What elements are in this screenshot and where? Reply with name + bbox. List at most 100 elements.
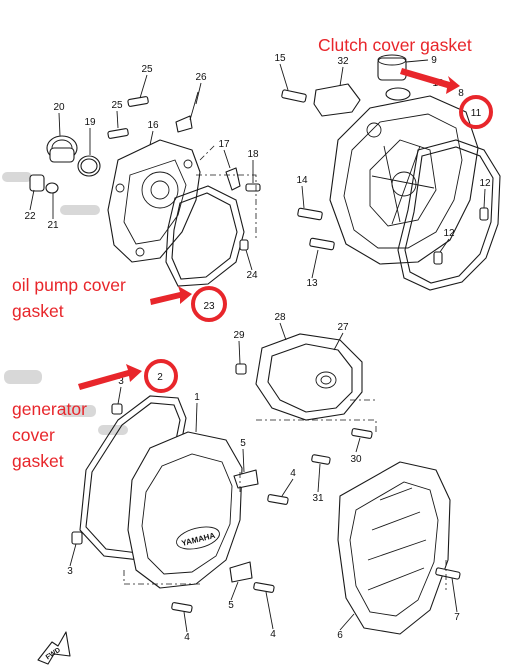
callout-25: 25 (111, 100, 123, 111)
cover-gasket (255, 333, 363, 421)
oil-filler-cap (377, 57, 407, 81)
clutch-cover (329, 95, 479, 265)
callout-9: 9 (431, 55, 437, 66)
blurred-watermark (60, 405, 96, 417)
dowel-pin (71, 531, 83, 545)
callout-21: 21 (47, 220, 59, 231)
oil-pump-gasket-highlight-circle (191, 286, 227, 322)
generator-cover (127, 431, 243, 589)
clutch-cover-gasket (397, 139, 501, 291)
generator-cover-group: YAMAHA (71, 395, 289, 613)
callout-15: 15 (274, 53, 286, 64)
callout-23: 23 (203, 301, 215, 312)
bolt (267, 494, 289, 505)
oil-pump-cover-group (29, 91, 261, 287)
callout-16: 16 (147, 120, 159, 131)
bolt (253, 582, 275, 593)
washer (45, 182, 59, 194)
bolt (281, 89, 307, 103)
o-ring (77, 155, 101, 177)
callout-11: 11 (471, 108, 482, 119)
bolt (311, 454, 331, 465)
bolt (309, 237, 335, 251)
clutch-gasket-arrow-icon (400, 68, 460, 94)
callout-32: 32 (337, 56, 349, 67)
callout-27: 27 (337, 322, 349, 333)
bolt (245, 183, 261, 192)
bolt (435, 567, 461, 580)
callout-4: 4 (290, 468, 296, 479)
forward-direction-marker: FWD (37, 631, 71, 665)
callout-7: 7 (454, 612, 460, 623)
dowel-pin (111, 403, 123, 415)
watermark-group (2, 172, 128, 435)
dowel-pin (239, 239, 249, 251)
bolt (351, 428, 373, 439)
crankcase-cover-group (235, 333, 377, 465)
dowel-pin (433, 251, 443, 265)
callout-5: 5 (240, 438, 246, 449)
callout-19: 19 (84, 117, 96, 128)
callout-24: 24 (246, 270, 258, 281)
generator-label-line1: generator (12, 399, 87, 419)
callout-12: 12 (443, 228, 455, 239)
oil-pump-arrow-icon (150, 286, 192, 305)
clutch-cover-gasket-label: Clutch cover gasket (318, 35, 472, 55)
bolt (297, 207, 323, 221)
generator-label-line2: cover (12, 425, 55, 445)
callout-28: 28 (274, 312, 286, 323)
drain-plug (29, 174, 45, 192)
clip (175, 115, 193, 133)
dowel-pin (479, 207, 489, 221)
o-ring (385, 87, 411, 101)
highlight-annotations: Clutch cover gasket oil pump cover gaske… (12, 35, 493, 471)
sprocket-cover-group (337, 461, 461, 635)
callout-4: 4 (184, 632, 190, 643)
callout-5: 5 (228, 600, 234, 611)
bracket (225, 167, 241, 191)
callout-14: 14 (296, 175, 308, 186)
oil-pump-cover (107, 139, 201, 263)
fwd-arrow-icon (37, 631, 71, 665)
oil-pump-label-line1: oil pump cover (12, 275, 126, 295)
blurred-watermark (98, 425, 128, 435)
bracket (229, 561, 253, 583)
generator-gasket-highlight-circle (144, 359, 178, 393)
bracket (313, 83, 361, 117)
callout-22: 22 (24, 211, 36, 222)
callout-18: 18 (247, 149, 259, 160)
callout-2: 2 (157, 372, 163, 383)
generator-label-line3: gasket (12, 451, 64, 471)
bolt (171, 602, 193, 613)
callout-4: 4 (270, 629, 276, 640)
callout-6: 6 (337, 630, 343, 641)
callout-numbers: 25 26 20 25 19 16 17 18 22 21 24 23 15 3… (24, 53, 491, 643)
blurred-watermark (2, 172, 32, 182)
bolt (107, 128, 129, 139)
callout-1: 1 (194, 392, 200, 403)
callout-13: 13 (306, 278, 318, 289)
bolt (127, 96, 149, 107)
callout-3: 3 (67, 566, 73, 577)
generator-arrow-icon (78, 364, 142, 390)
crankcase-cover (267, 343, 353, 413)
leader-lines (29, 59, 486, 633)
oil-pump-label-line2: gasket (12, 301, 64, 321)
callout-29: 29 (233, 330, 245, 341)
callout-25: 25 (141, 64, 153, 75)
dowel-pin (235, 363, 247, 375)
callout-30: 30 (350, 454, 362, 465)
callout-12: 12 (479, 178, 491, 189)
clutch-gasket-highlight-circle (459, 95, 493, 129)
callout-17: 17 (218, 139, 230, 150)
blurred-watermark (4, 370, 42, 384)
callout-26: 26 (195, 72, 207, 83)
callout-31: 31 (312, 493, 324, 504)
callout-3: 3 (118, 376, 124, 387)
blurred-watermark (60, 205, 100, 215)
clutch-cover-group (281, 54, 501, 291)
callout-8: 8 (458, 88, 464, 99)
callout-20: 20 (53, 102, 65, 113)
oil-pump-cover-gasket (165, 185, 245, 287)
